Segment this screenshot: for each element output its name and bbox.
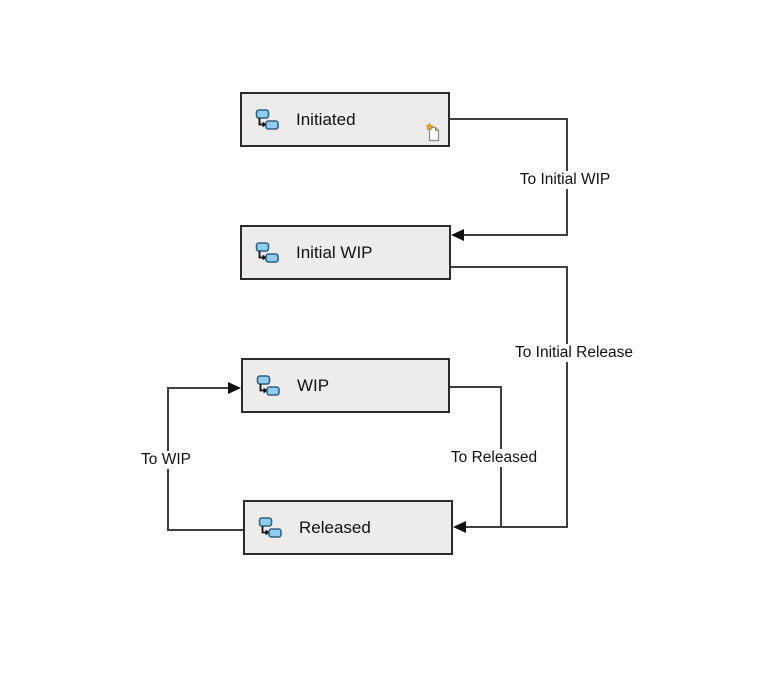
state-released[interactable]: Released — [243, 500, 453, 555]
transition-line-segment[interactable] — [466, 526, 568, 528]
state-label: WIP — [297, 375, 330, 395]
transition-line-segment[interactable] — [450, 118, 568, 120]
arrowhead-icon — [451, 229, 464, 241]
state-initiated[interactable]: Initiated — [240, 92, 450, 147]
state-initial-wip[interactable]: Initial WIP — [240, 225, 451, 280]
arrowhead-icon — [228, 382, 241, 394]
transition-label-to-initial-release[interactable]: To Initial Release — [511, 344, 637, 362]
workflow-state-icon — [255, 108, 279, 132]
state-wip[interactable]: WIP — [241, 358, 450, 413]
arrowhead-icon — [453, 521, 466, 533]
state-label: Initiated — [296, 109, 356, 129]
transition-label-to-released[interactable]: To Released — [447, 449, 541, 467]
transition-line-segment[interactable] — [168, 529, 243, 531]
workflow-state-icon — [256, 374, 280, 398]
transition-line-segment[interactable] — [462, 234, 568, 236]
transition-line-segment[interactable] — [566, 266, 568, 528]
workflow-state-icon — [258, 516, 282, 540]
transition-label-to-wip[interactable]: To WIP — [138, 451, 194, 469]
transition-line-segment[interactable] — [450, 386, 502, 388]
transition-label-to-initial-wip[interactable]: To Initial WIP — [516, 171, 614, 189]
new-object-icon — [425, 122, 441, 142]
state-label: Initial WIP — [296, 242, 373, 262]
workflow-state-icon — [255, 241, 279, 265]
transition-line-segment[interactable] — [451, 266, 568, 268]
transition-line-segment[interactable] — [167, 387, 228, 389]
state-label: Released — [299, 517, 371, 537]
